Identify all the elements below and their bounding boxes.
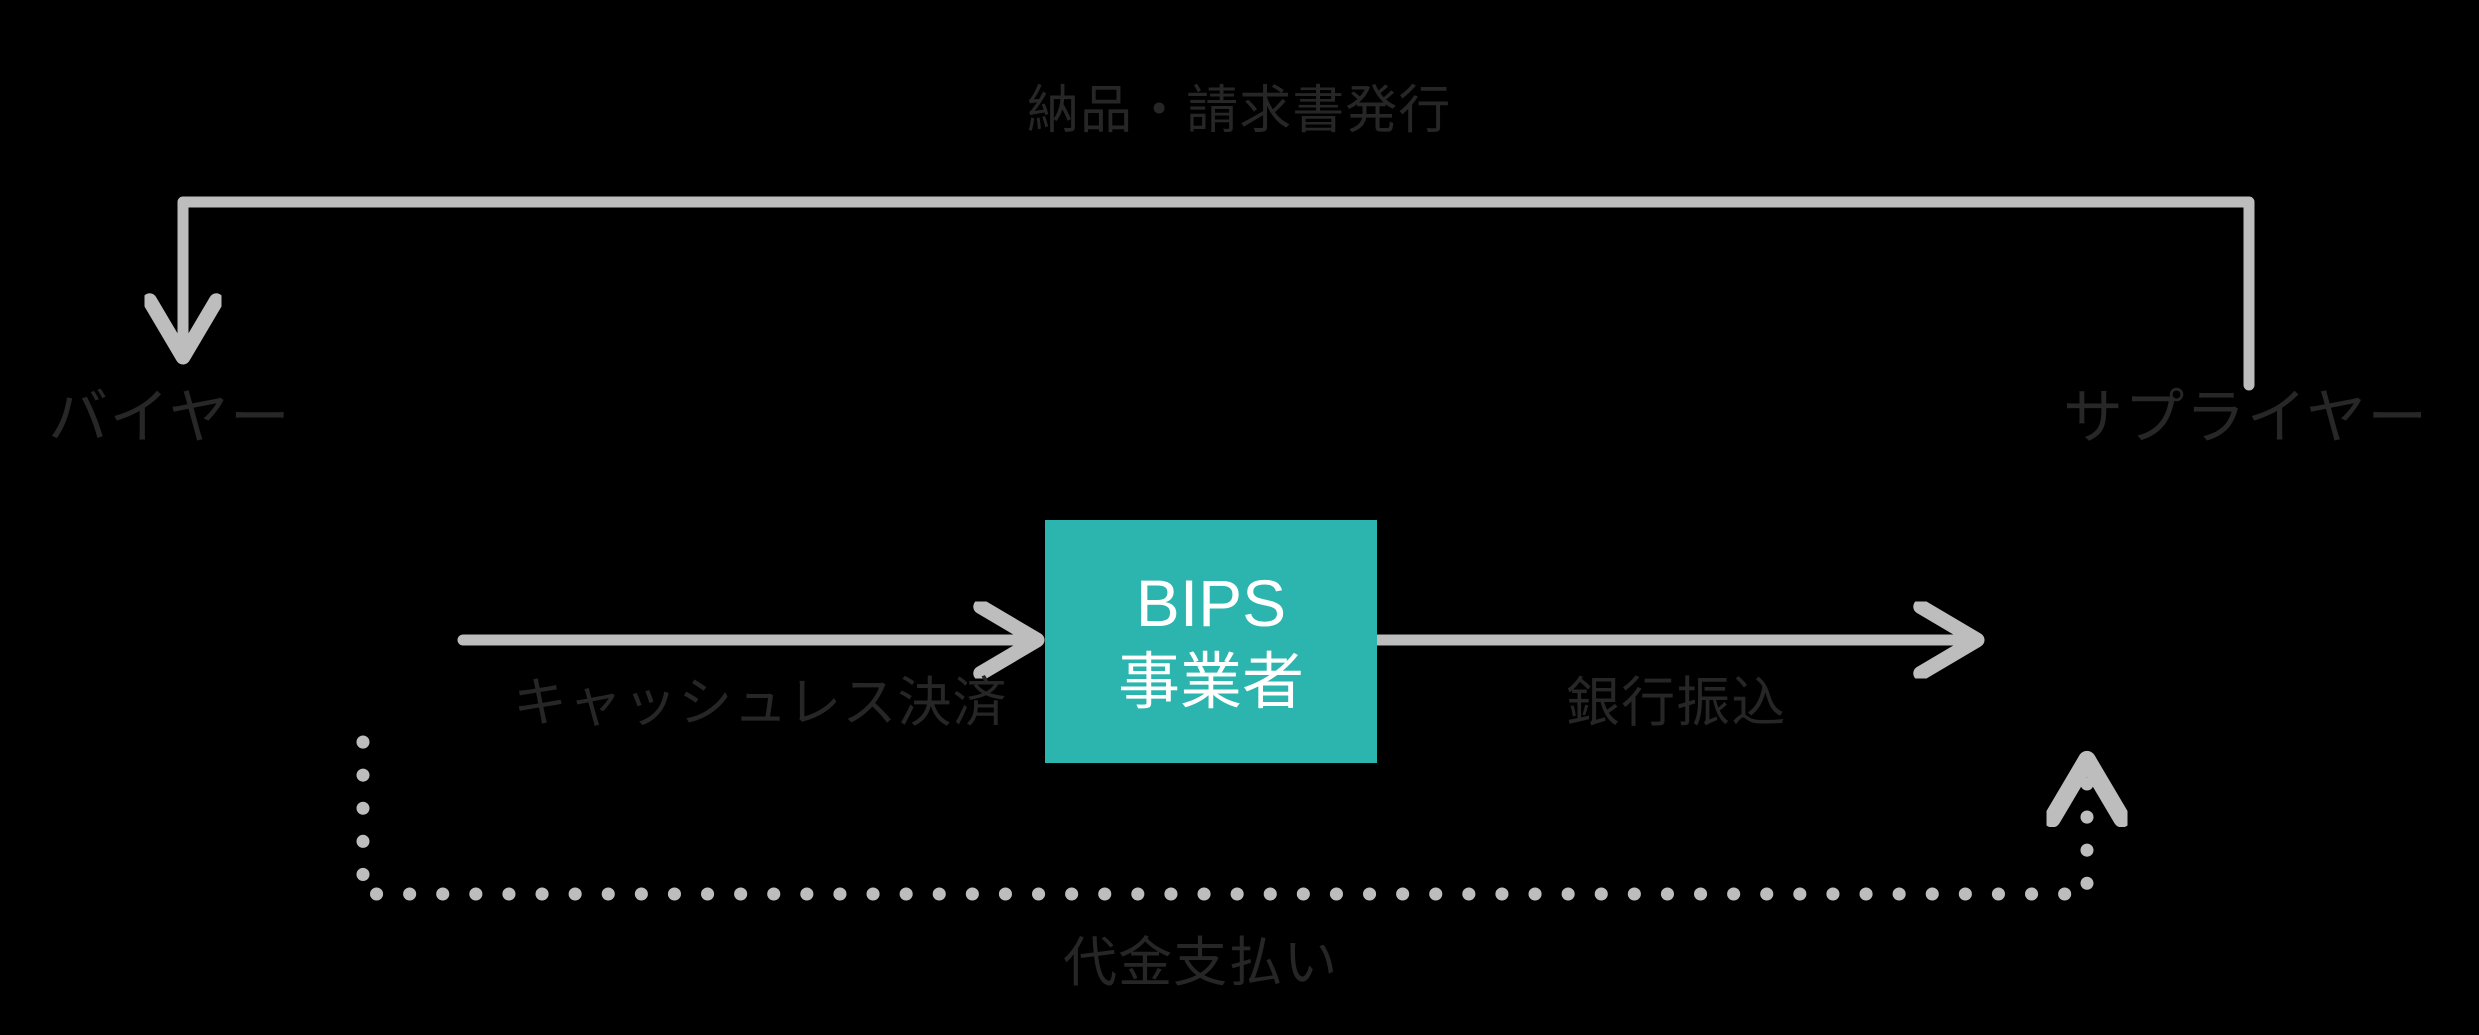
connector-delivery: [183, 196, 2255, 391]
edge-label-payment: 代金支払い: [1063, 931, 1339, 994]
connector-payment: [356, 735, 2087, 901]
node-bips-subtitle: 事業者: [1117, 644, 1304, 718]
edge-label-bank-transfer: 銀行振込: [1566, 671, 1787, 734]
edge-label-cashless: キャッシュレス決済: [513, 671, 1008, 734]
node-label-buyer: バイヤー: [48, 383, 291, 453]
edge-label-delivery: 納品・請求書発行: [1027, 81, 1452, 141]
node-bips-title: BIPS: [1135, 565, 1287, 640]
node-label-supplier: サプライヤー: [2063, 383, 2429, 453]
node-bips-box: BIPS 事業者: [1045, 520, 1377, 763]
